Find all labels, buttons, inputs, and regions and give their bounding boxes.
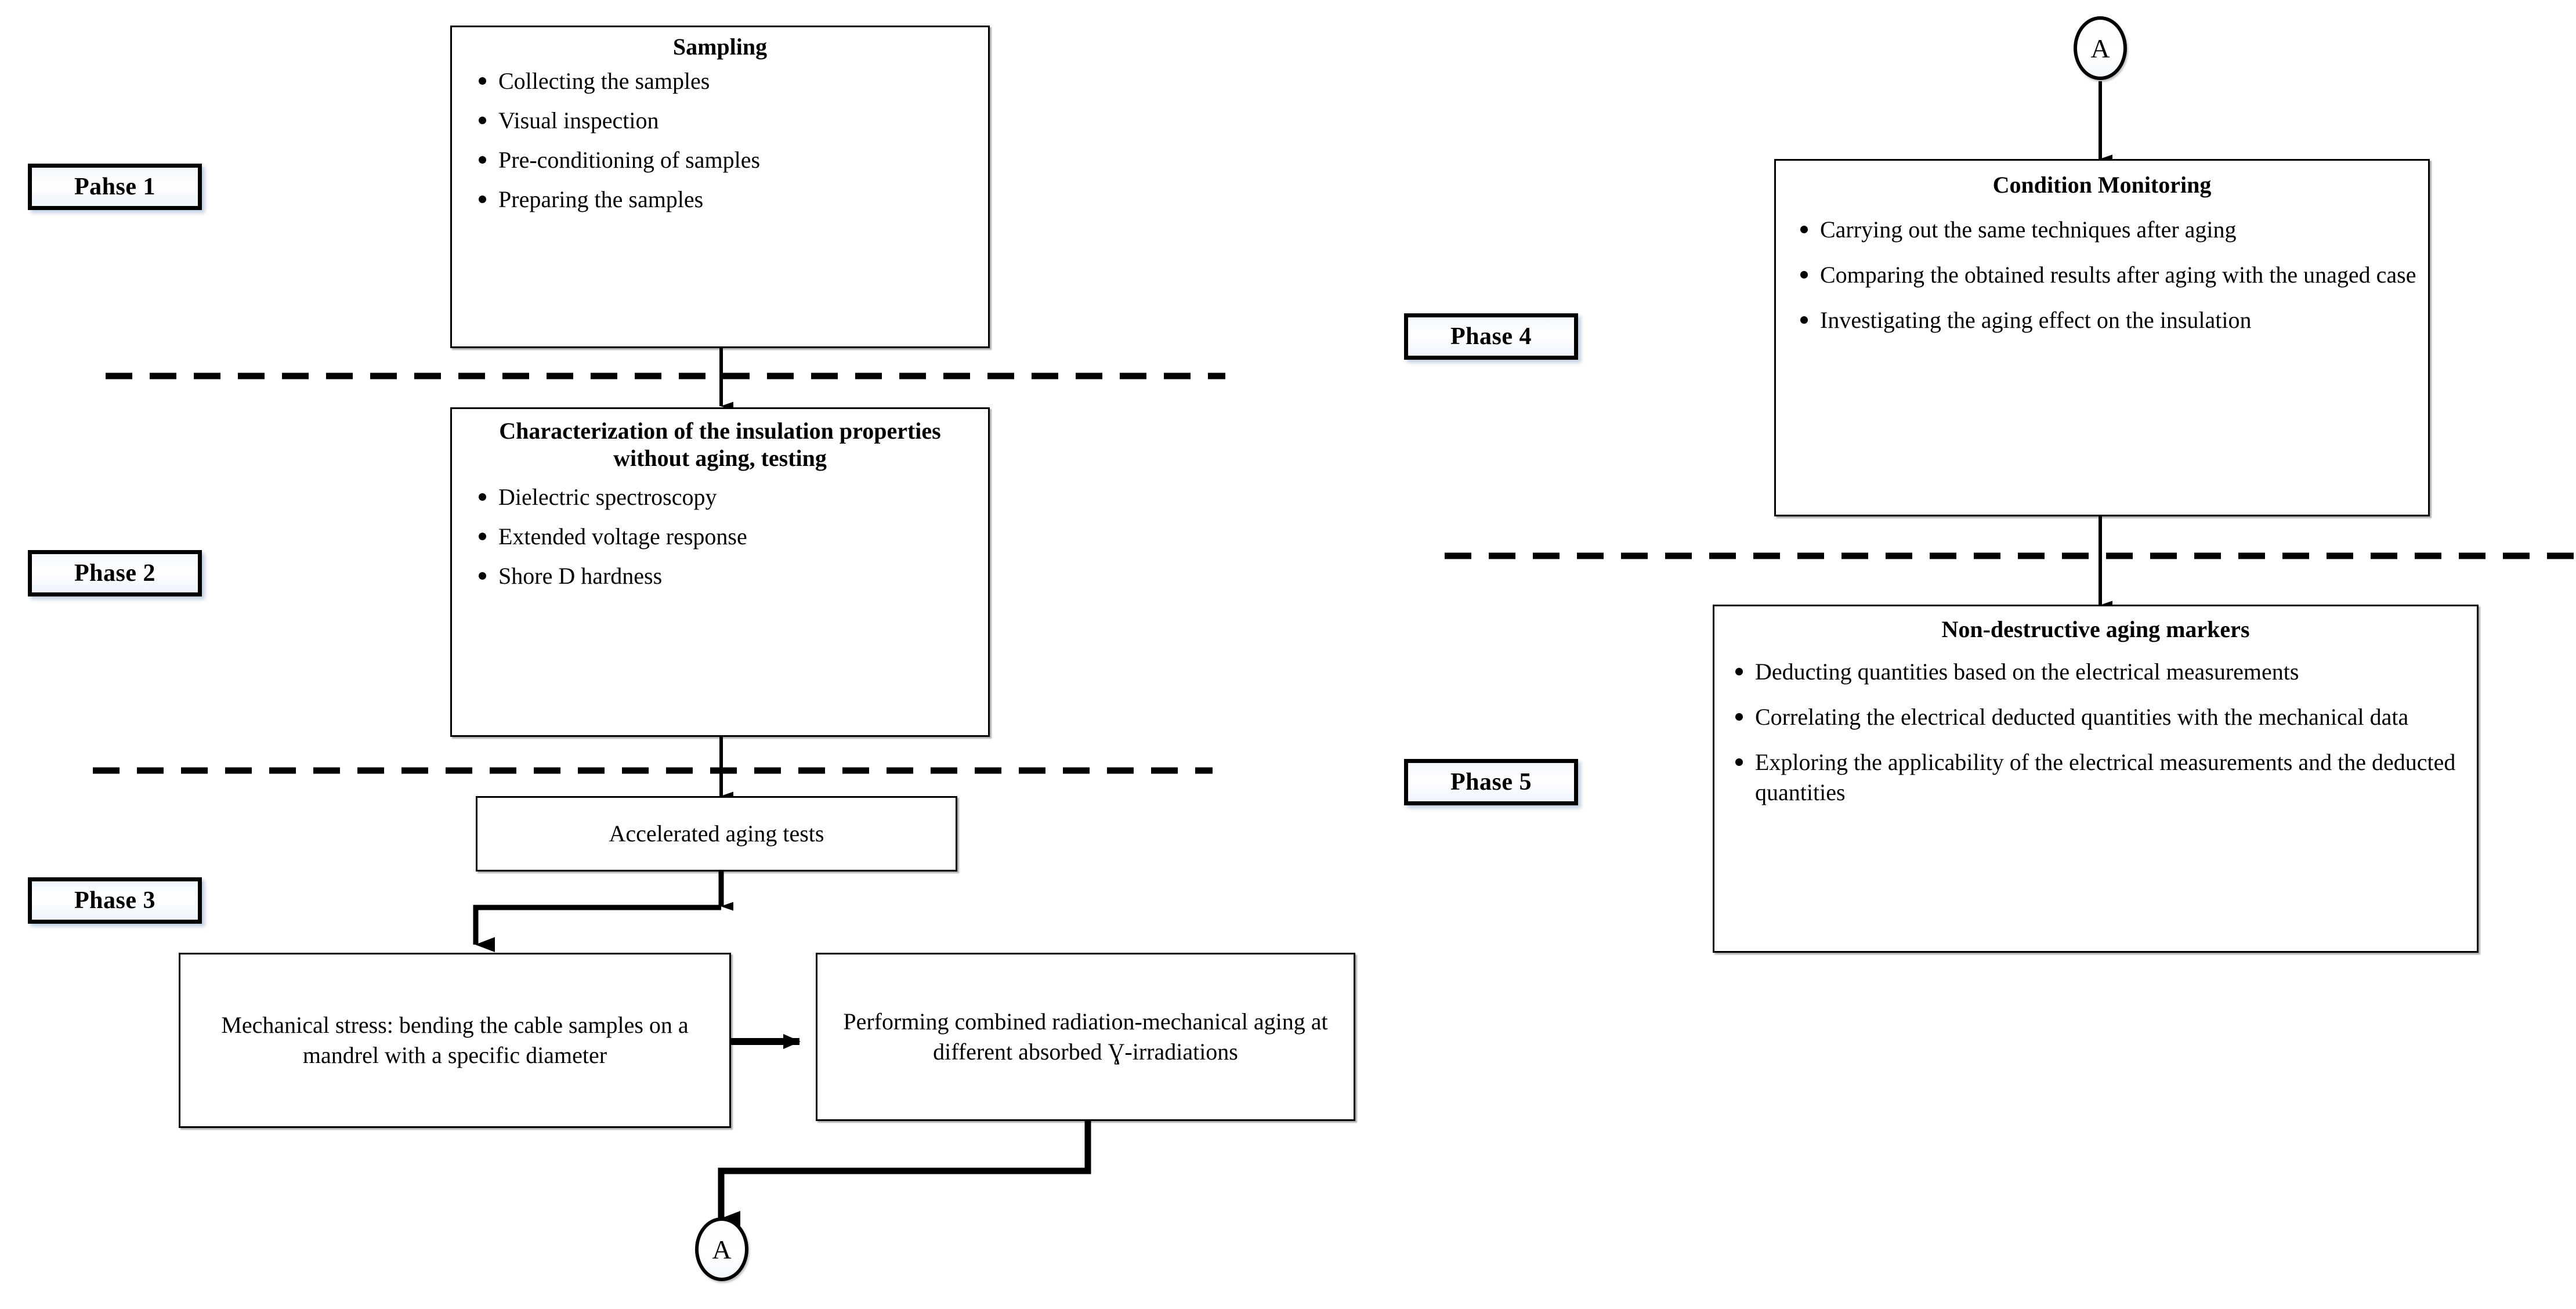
phase-label-1-text: Pahse 1	[74, 173, 155, 200]
list-item: Carrying out the same techniques after a…	[1800, 215, 2422, 245]
list-item-label: Shore D hardness	[498, 563, 663, 590]
list-item-label: Extended voltage response	[498, 523, 747, 550]
list-item-label: Correlating the electrical deducted quan…	[1755, 703, 2409, 730]
node-sampling[interactable]: Sampling Collecting the samples Visual i…	[450, 26, 990, 348]
list-item: Investigating the aging effect on the in…	[1800, 305, 2422, 335]
list-item: Visual inspection	[479, 106, 982, 136]
list-item-label: Collecting the samples	[498, 67, 710, 94]
list-item: Correlating the electrical deducted quan…	[1735, 702, 2471, 732]
node-characterization-title: Characterization of the insulation prope…	[499, 418, 941, 472]
off-page-connector-a-out-label: A	[712, 1234, 732, 1264]
arrow-accelerated-to-mechanical	[473, 905, 721, 952]
list-item: Pre-conditioning of samples	[479, 145, 982, 175]
phase-label-3-text: Phase 3	[74, 887, 155, 914]
node-radiation-mechanical[interactable]: Performing combined radiation-mechanical…	[816, 953, 1355, 1121]
node-characterization-bullets: Dielectric spectroscopy Extended voltage…	[452, 474, 988, 591]
bullet-icon	[479, 493, 486, 501]
bullet-icon	[1735, 758, 1743, 766]
bullet-icon	[479, 572, 486, 580]
node-accelerated-aging-label: Accelerated aging tests	[609, 820, 824, 847]
phase-label-3: Phase 3	[28, 877, 202, 924]
node-sampling-bullets: Collecting the samples Visual inspection…	[452, 64, 988, 215]
node-aging-markers-title: Non-destructive aging markers	[1941, 616, 2250, 642]
node-mechanical-stress[interactable]: Mechanical stress: bending the cable sam…	[179, 953, 731, 1128]
bullet-icon	[479, 116, 486, 124]
list-item-label: Pre-conditioning of samples	[498, 146, 761, 173]
list-item: Collecting the samples	[479, 66, 982, 96]
node-condition-monitoring-title: Condition Monitoring	[1992, 172, 2212, 198]
node-aging-markers[interactable]: Non-destructive aging markers Deducting …	[1713, 605, 2479, 953]
off-page-connector-a-out[interactable]: A	[695, 1217, 748, 1281]
bullet-icon	[479, 195, 486, 203]
list-item: Extended voltage response	[479, 522, 982, 552]
node-sampling-title: Sampling	[672, 34, 768, 60]
list-item-label: Visual inspection	[498, 107, 659, 133]
list-item: Dielectric spectroscopy	[479, 482, 982, 512]
phase-label-5: Phase 5	[1404, 759, 1578, 805]
node-accelerated-aging[interactable]: Accelerated aging tests	[476, 796, 957, 872]
node-radiation-mechanical-label: Performing combined radiation-mechanical…	[843, 1008, 1328, 1065]
bullet-icon	[1735, 667, 1743, 675]
node-mechanical-stress-label: Mechanical stress: bending the cable sam…	[221, 1012, 689, 1068]
phase-label-2: Phase 2	[28, 550, 202, 596]
phase-label-1: Pahse 1	[28, 164, 202, 210]
bullet-icon	[1800, 225, 1808, 233]
list-item-label: Preparing the samples	[498, 186, 704, 212]
off-page-connector-a-in[interactable]: A	[2074, 16, 2127, 80]
list-item-label: Exploring the applicability of the elect…	[1755, 748, 2456, 805]
bullet-icon	[479, 77, 486, 85]
arrow-radiation-to-connector-a	[718, 1120, 1091, 1226]
node-condition-monitoring-bullets: Carrying out the same techniques after a…	[1776, 202, 2428, 335]
list-item: Comparing the obtained results after agi…	[1800, 260, 2422, 290]
bullet-icon	[479, 533, 486, 541]
list-item-label: Deducting quantities based on the electr…	[1755, 658, 2299, 685]
list-item: Preparing the samples	[479, 185, 982, 215]
bullet-icon	[479, 156, 486, 164]
list-item: Exploring the applicability of the elect…	[1735, 747, 2471, 808]
list-item-label: Comparing the obtained results after agi…	[1820, 261, 2416, 288]
bullet-icon	[1800, 316, 1808, 324]
list-item: Shore D hardness	[479, 561, 982, 591]
off-page-connector-a-in-label: A	[2090, 33, 2110, 63]
phase-label-2-text: Phase 2	[74, 560, 155, 587]
node-characterization[interactable]: Characterization of the insulation prope…	[450, 407, 990, 737]
list-item-label: Carrying out the same techniques after a…	[1820, 216, 2237, 243]
phase-label-4: Phase 4	[1404, 313, 1578, 360]
list-item: Deducting quantities based on the electr…	[1735, 657, 2471, 687]
list-item-label: Investigating the aging effect on the in…	[1820, 306, 2252, 333]
phase-label-5-text: Phase 5	[1450, 769, 1532, 795]
phase-label-4-text: Phase 4	[1450, 323, 1532, 350]
node-aging-markers-bullets: Deducting quantities based on the electr…	[1714, 646, 2477, 808]
list-item-label: Dielectric spectroscopy	[498, 484, 717, 511]
node-condition-monitoring[interactable]: Condition Monitoring Carrying out the sa…	[1774, 159, 2430, 516]
bullet-icon	[1735, 713, 1743, 721]
bullet-icon	[1800, 270, 1808, 279]
